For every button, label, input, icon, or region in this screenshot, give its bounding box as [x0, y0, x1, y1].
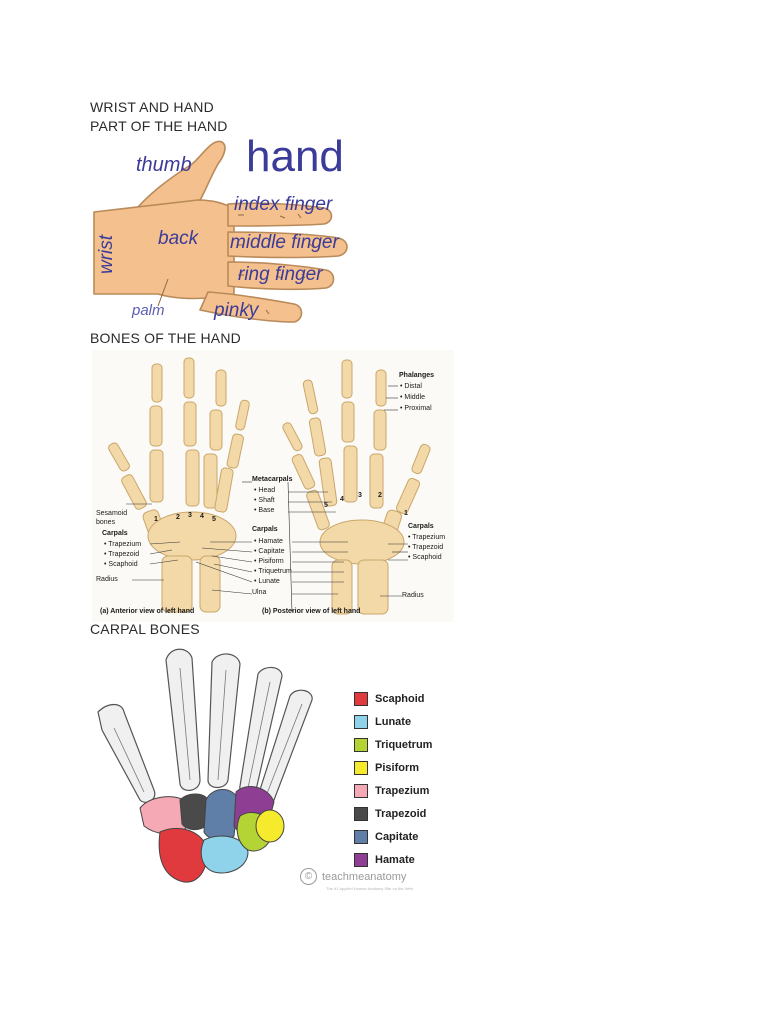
section-heading-parts: PART OF THE HAND [90, 118, 228, 134]
number-5-anterior: 5 [212, 516, 216, 523]
legend-swatch [354, 738, 368, 752]
number-2-posterior: 2 [378, 492, 382, 499]
document-title: WRIST AND HAND [90, 99, 214, 115]
legend-swatch [354, 853, 368, 867]
hand-bones-figure: Phalanges • Distal • Middle • Proximal M… [92, 350, 454, 622]
number-1-posterior: 1 [404, 510, 408, 517]
label-palm: palm [132, 302, 165, 319]
label-pinky: pinky [214, 300, 259, 321]
legend-swatch [354, 784, 368, 798]
label-middle-finger: middle finger [230, 232, 339, 253]
legend-label: Lunate [375, 716, 412, 728]
legend-swatch [354, 830, 368, 844]
label-radius-right: Radius [402, 592, 424, 599]
label-head: • Head [254, 487, 276, 494]
watermark: © teachmeanatomy [300, 868, 406, 885]
label-hand: hand [246, 134, 344, 181]
number-3-anterior: 3 [188, 512, 192, 519]
legend-label: Triquetrum [375, 739, 433, 751]
label-trapezoid-left: • Trapezoid [104, 551, 140, 558]
copyright-icon: © [300, 868, 317, 885]
label-radius-left: Radius [96, 576, 118, 583]
watermark-brand: teachmeanatomy [322, 870, 407, 883]
label-shaft: • Shaft [254, 497, 275, 504]
label-sesamoid-bones: bones [96, 519, 116, 526]
label-proximal: • Proximal [400, 405, 432, 412]
label-thumb: thumb [136, 154, 192, 176]
label-ring-finger: ring finger [238, 264, 323, 285]
legend-swatch [354, 761, 368, 775]
section-heading-carpal: CARPAL BONES [90, 621, 200, 637]
number-2-anterior: 2 [176, 514, 180, 521]
label-index-finger: index finger [234, 194, 333, 215]
legend-item-capitate: Capitate [354, 828, 418, 846]
carpal-bones-illustration [97, 648, 313, 883]
legend-item-pisiform: Pisiform [354, 759, 419, 777]
number-4-posterior: 4 [340, 496, 344, 503]
label-carpals-left: Carpals [102, 530, 128, 537]
label-metacarpals: Metacarpals [252, 476, 293, 483]
label-pisiform: • Pisiform [254, 558, 284, 565]
legend-label: Hamate [375, 854, 415, 866]
legend-item-triquetrum: Triquetrum [354, 736, 432, 754]
caption-posterior: (b) Posterior view of left hand [262, 608, 361, 615]
legend-item-trapezium: Trapezium [354, 782, 429, 800]
legend-label: Trapezoid [375, 808, 427, 820]
caption-anterior: (a) Anterior view of left hand [100, 608, 195, 615]
label-trapezium-left: • Trapezium [104, 541, 142, 548]
label-triquetrum: • Triquetrum [254, 568, 292, 575]
label-hamate: • Hamate [254, 538, 283, 545]
legend-swatch [354, 807, 368, 821]
label-scaphoid-right: • Scaphoid [408, 554, 442, 561]
legend-label: Scaphoid [375, 693, 425, 705]
legend-item-hamate: Hamate [354, 851, 415, 869]
legend-item-trapezoid: Trapezoid [354, 805, 426, 823]
label-trapezium-right: • Trapezium [408, 534, 446, 541]
legend-label: Pisiform [375, 762, 420, 774]
legend-label: Capitate [375, 831, 419, 843]
label-carpals-right: Carpals [408, 523, 434, 530]
number-1-anterior: 1 [154, 516, 158, 523]
label-lunate: • Lunate [254, 578, 280, 585]
section-heading-bones: BONES OF THE HAND [90, 330, 241, 346]
watermark-subtext: The #1 Applied Human Anatomy Site on the… [326, 886, 413, 891]
hand-illustration [93, 140, 348, 323]
label-ulna: Ulna [252, 589, 267, 596]
legend-item-lunate: Lunate [354, 713, 411, 731]
label-trapezoid-right: • Trapezoid [408, 544, 444, 551]
legend-swatch [354, 692, 368, 706]
label-back: back [158, 228, 199, 249]
legend-swatch [354, 715, 368, 729]
number-4-anterior: 4 [200, 513, 204, 520]
legend-item-scaphoid: Scaphoid [354, 690, 425, 708]
hand-bones-illustration [108, 357, 431, 615]
label-wrist: wrist [96, 234, 117, 274]
label-scaphoid-left: • Scaphoid [104, 561, 138, 568]
legend-label: Trapezium [375, 785, 430, 797]
number-3-posterior: 3 [358, 492, 362, 499]
label-middle: • Middle [400, 394, 426, 401]
label-carpals-mid: Carpals [252, 526, 278, 533]
label-capitate: • Capitate [254, 548, 285, 555]
label-sesamoid: Sesamoid [96, 510, 128, 517]
label-base: • Base [254, 507, 275, 514]
label-distal: • Distal [400, 383, 422, 390]
hand-parts-figure: hand thumb index finger wrist back middl… [88, 134, 360, 330]
label-phalanges: Phalanges [399, 372, 435, 379]
number-5-posterior: 5 [324, 502, 328, 509]
